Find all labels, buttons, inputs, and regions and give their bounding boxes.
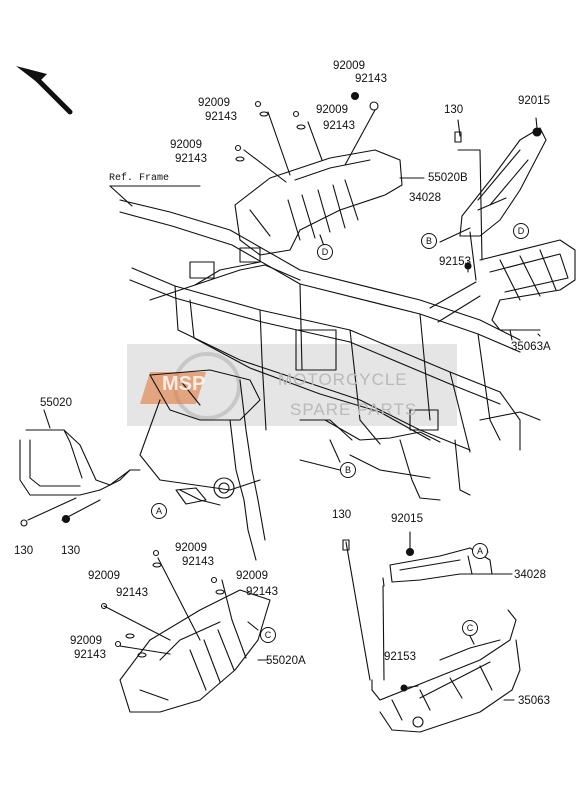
lower-footrest-leaders xyxy=(342,539,515,701)
callout-a-lower: A xyxy=(472,543,488,559)
ref-frame-label: Ref. Frame xyxy=(109,173,170,184)
watermark-text-line2: SPARE PARTS xyxy=(290,400,418,419)
part-label-34028-upper: 34028 xyxy=(409,192,441,204)
part-label-92143-a: 92143 xyxy=(205,111,237,123)
part-label-92009-top: 92009 xyxy=(333,60,365,72)
callout-a-center: A xyxy=(151,503,167,519)
guard-35063a xyxy=(479,239,576,341)
watermark-logo-text: MSP xyxy=(162,373,206,395)
part-label-130-left: 130 xyxy=(14,545,34,557)
front-direction-arrow-icon xyxy=(16,66,73,115)
part-label-55020a: 55020A xyxy=(266,655,306,667)
footrest-34028-lower xyxy=(389,531,513,583)
part-label-92009-e: 92009 xyxy=(88,570,120,582)
guard-35063 xyxy=(371,609,521,733)
part-label-92009-g: 92009 xyxy=(70,635,102,647)
part-label-35063a: 35063A xyxy=(511,341,551,353)
main-frame xyxy=(119,199,541,561)
part-label-92009-c: 92009 xyxy=(170,139,202,151)
part-label-55020: 55020 xyxy=(40,397,72,409)
part-label-92153-upper: 92153 xyxy=(439,256,471,268)
guard-55020 xyxy=(19,409,141,527)
callout-b-leader xyxy=(299,439,341,471)
callout-c-lower-right: C xyxy=(462,620,478,636)
lower-cover-leaders xyxy=(100,549,259,658)
part-label-92009-a: 92009 xyxy=(198,97,230,109)
part-label-35063: 35063 xyxy=(518,695,550,707)
callout-c-lower-left: C xyxy=(260,627,276,643)
part-label-92143-f: 92143 xyxy=(246,586,278,598)
part-label-130-right: 130 xyxy=(61,545,81,557)
left-bracket xyxy=(149,369,261,505)
callout-b-center: B xyxy=(340,462,356,478)
ref-frame-leader xyxy=(109,185,201,207)
part-label-92143-b: 92143 xyxy=(323,120,355,132)
footrest-34028-upper xyxy=(459,127,547,281)
part-label-92143-e: 92143 xyxy=(116,587,148,599)
upper-fasteners xyxy=(234,91,379,162)
part-label-92143-g: 92143 xyxy=(74,649,106,661)
callout-d-right: D xyxy=(513,223,529,239)
part-label-92143-c: 92143 xyxy=(175,153,207,165)
part-label-92015-lower: 92015 xyxy=(391,513,423,525)
part-label-34028-lower: 34028 xyxy=(514,569,546,581)
part-label-92015-upper: 92015 xyxy=(518,95,550,107)
part-label-92009-d: 92009 xyxy=(175,542,207,554)
part-label-92153-lower: 92153 xyxy=(384,651,416,663)
watermark-logo xyxy=(127,344,457,426)
lower-cover-55020a xyxy=(119,589,271,713)
rear-cover-55020b xyxy=(234,149,403,256)
part-label-130-lower: 130 xyxy=(332,509,352,521)
callout-b-upper: B xyxy=(421,233,437,249)
upper-footrest-leaders xyxy=(429,117,541,337)
part-label-130-upper: 130 xyxy=(444,104,464,116)
rear-cover-leaders xyxy=(243,109,425,247)
part-label-92009-f: 92009 xyxy=(236,570,268,582)
part-label-92143-top: 92143 xyxy=(355,73,387,85)
watermark-text-line1: MOTORCYCLE xyxy=(278,370,408,389)
part-label-55020b: 55020B xyxy=(428,172,468,184)
part-label-92143-d: 92143 xyxy=(182,556,214,568)
part-label-92009-b: 92009 xyxy=(316,104,348,116)
callout-d-upper: D xyxy=(317,244,333,260)
